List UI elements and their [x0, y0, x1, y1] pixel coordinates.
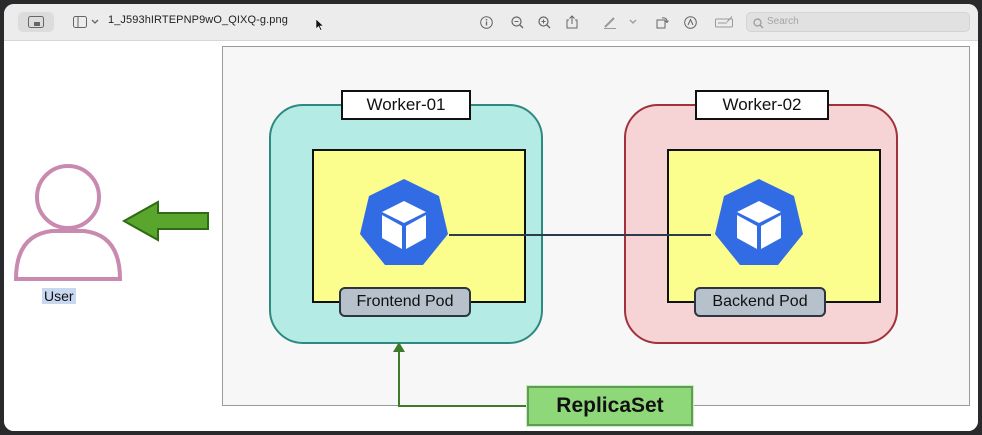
- markup-pen-button[interactable]: [602, 12, 618, 32]
- chevron-down-icon: [91, 19, 99, 24]
- kubernetes-pod-icon: [355, 175, 453, 278]
- pod-connection-line: [449, 234, 711, 236]
- zoom-out-button[interactable]: [509, 12, 525, 32]
- rotate-button[interactable]: [654, 12, 670, 32]
- window-icon: [28, 16, 44, 28]
- frontend-pod-label: Frontend Pod: [339, 287, 471, 317]
- user-label: User: [42, 288, 76, 304]
- share-button[interactable]: [564, 12, 580, 32]
- sign-icon: [715, 16, 733, 28]
- search-field[interactable]: Search: [746, 12, 970, 32]
- chevron-down-icon: [629, 19, 637, 24]
- replicaset-connector-arrow-icon: [393, 342, 533, 419]
- backend-pod-label: Backend Pod: [694, 287, 826, 317]
- annotate-button[interactable]: [682, 12, 698, 32]
- markup-pen-icon: [604, 17, 616, 29]
- toolbar: 1_J593hIRTEPNP9wO_QIXQ-g.png: [4, 4, 978, 41]
- view-menu-chevron[interactable]: [90, 12, 100, 32]
- sidebar-toggle-button[interactable]: [72, 12, 88, 32]
- window-title: 1_J593hIRTEPNP9wO_QIXQ-g.png: [108, 14, 288, 26]
- info-button[interactable]: [478, 12, 494, 32]
- markup-menu-chevron[interactable]: [628, 12, 638, 32]
- zoom-in-icon: [537, 15, 550, 28]
- user-icon: [12, 161, 124, 288]
- worker-02-title: Worker-02: [695, 90, 829, 120]
- search-icon: [753, 16, 764, 34]
- diagram-slide: Worker-01 Worker-02 Fronte: [222, 46, 970, 426]
- arrow-to-user-icon: [120, 199, 212, 248]
- annotate-icon: [683, 15, 697, 29]
- zoom-out-icon: [510, 15, 523, 28]
- preview-window: 1_J593hIRTEPNP9wO_QIXQ-g.png: [4, 4, 978, 431]
- search-placeholder: Search: [767, 16, 799, 27]
- rotate-icon: [656, 16, 669, 28]
- info-icon: [479, 15, 493, 29]
- worker-01-title: Worker-01: [341, 90, 471, 120]
- zoom-in-button[interactable]: [536, 12, 552, 32]
- document-canvas: User Worker-01 Worker-02: [4, 41, 978, 431]
- mouse-cursor-icon: [315, 18, 325, 36]
- replicaset-box: ReplicaSet: [527, 386, 693, 426]
- window-menu-button[interactable]: [18, 12, 54, 32]
- kubernetes-pod-icon: [710, 175, 808, 278]
- sign-button[interactable]: [714, 12, 734, 32]
- share-icon: [566, 15, 578, 29]
- sidebar-toggle-icon: [73, 16, 87, 28]
